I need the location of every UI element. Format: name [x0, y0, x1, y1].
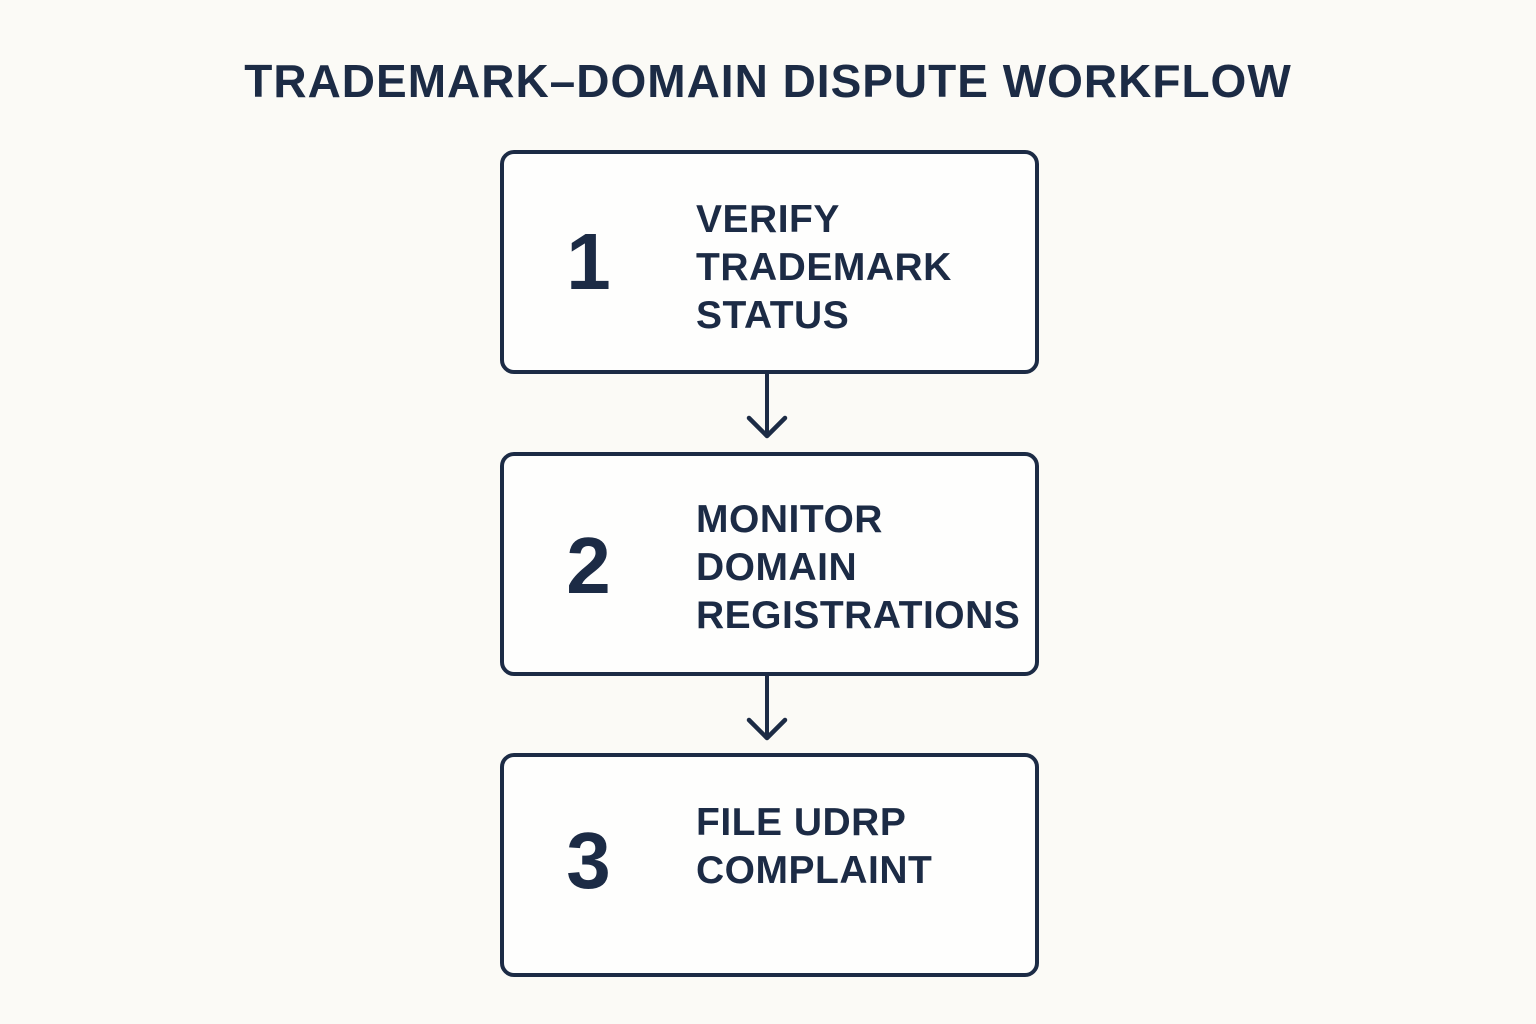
step-number: 2 — [566, 521, 611, 610]
step-label: FILE UDRP COMPLAINT — [696, 799, 932, 895]
step-box-1: 1 VERIFY TRADEMARK STATUS — [500, 150, 1039, 374]
step-label-line: VERIFY — [696, 198, 840, 241]
step-label-line: TRADEMARK — [696, 246, 952, 289]
step-label: MONITOR DOMAIN REGISTRATIONS — [696, 496, 1020, 640]
step-label-line: STATUS — [696, 294, 850, 337]
step-label-line: DOMAIN — [696, 546, 858, 589]
step-label-line: COMPLAINT — [696, 849, 933, 892]
step-label-line: MONITOR — [696, 498, 883, 541]
arrow-down-icon — [746, 676, 788, 741]
arrow-down-icon — [746, 374, 788, 439]
step-label-line: REGISTRATIONS — [696, 594, 1021, 637]
step-label: VERIFY TRADEMARK STATUS — [696, 196, 952, 340]
step-label-line: FILE UDRP — [696, 801, 907, 844]
step-number: 1 — [566, 217, 611, 306]
step-box-3: 3 FILE UDRP COMPLAINT — [500, 753, 1039, 977]
step-box-2: 2 MONITOR DOMAIN REGISTRATIONS — [500, 452, 1039, 676]
step-number: 3 — [566, 816, 611, 905]
diagram-title: TRADEMARK–DOMAIN DISPUTE WORKFLOW — [244, 55, 1292, 107]
